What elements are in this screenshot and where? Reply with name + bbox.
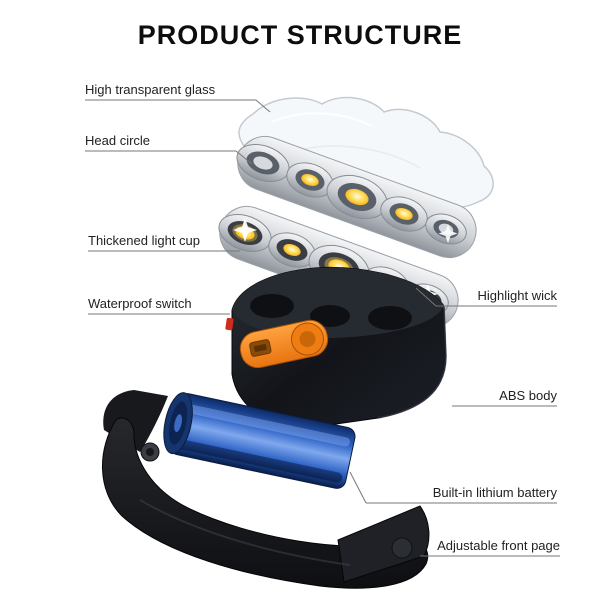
sparkle-icon — [438, 224, 458, 243]
led-wick — [283, 243, 301, 257]
label-adjustable-front-page: Adjustable front page — [437, 538, 560, 553]
hinge-knob — [391, 537, 413, 559]
label-highlight-wick: Highlight wick — [477, 288, 557, 303]
page-title: PRODUCT STRUCTURE — [137, 20, 463, 50]
label-thickened-light-cup: Thickened light cup — [88, 233, 201, 248]
red-indicator — [225, 317, 234, 331]
head-circle-part — [236, 135, 477, 259]
front-bracket-part — [101, 390, 430, 589]
label-waterproof-switch: Waterproof switch — [88, 296, 192, 311]
leader-lines — [85, 99, 560, 557]
label-high-transparent-glass: High transparent glass — [85, 82, 216, 97]
abs-body-part — [225, 266, 447, 428]
sparkle-icon — [233, 218, 257, 242]
waterproof-switch-part — [239, 319, 329, 369]
label-built-in-lithium-battery: Built-in lithium battery — [432, 485, 557, 500]
lithium-battery-part — [163, 392, 356, 489]
label-abs-body: ABS body — [499, 388, 557, 403]
label-head-circle: Head circle — [85, 133, 151, 148]
